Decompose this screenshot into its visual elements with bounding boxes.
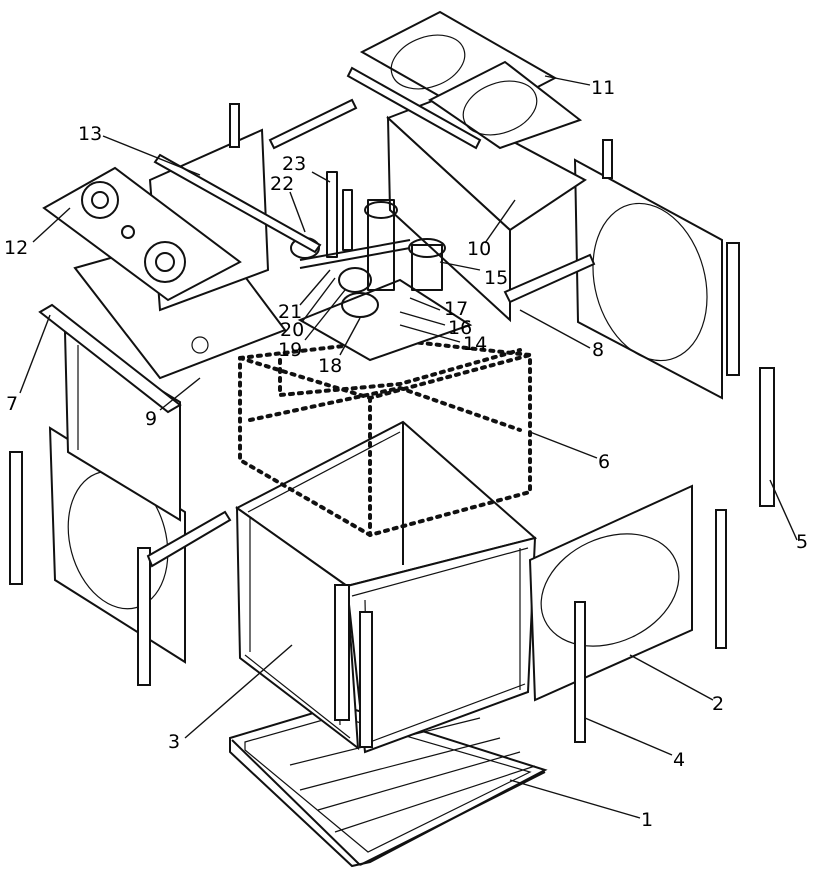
left-panel [48, 330, 186, 664]
callout-18: 18 [318, 355, 342, 377]
callout-15: 15 [484, 267, 508, 289]
callouts: 1 2 3 4 5 6 7 8 9 10 11 12 13 14 15 16 1… [4, 77, 808, 831]
callout-6: 6 [598, 451, 610, 473]
callout-2: 2 [712, 693, 724, 715]
right-panel [528, 484, 693, 702]
callout-19: 19 [278, 339, 302, 361]
callout-17: 17 [444, 298, 468, 320]
top-plate-left [42, 166, 242, 302]
callout-20: 20 [280, 319, 304, 341]
callout-9: 9 [145, 408, 157, 430]
callout-3: 3 [168, 731, 180, 753]
angle-bars [38, 66, 596, 568]
callout-21: 21 [278, 301, 302, 323]
upper-right-panel [573, 158, 723, 400]
callout-8: 8 [592, 339, 604, 361]
leader-lines [19, 75, 798, 819]
callout-7: 7 [6, 393, 18, 415]
callout-10: 10 [467, 238, 491, 260]
callout-14: 14 [463, 333, 487, 355]
callout-13: 13 [78, 123, 102, 145]
callout-11: 11 [591, 77, 615, 99]
callout-23: 23 [282, 153, 306, 175]
callout-16: 16 [448, 317, 472, 339]
callout-22: 22 [270, 173, 294, 195]
lower-front-tank [235, 420, 538, 754]
callout-4: 4 [673, 749, 685, 771]
central-assembly [290, 171, 473, 362]
callout-5: 5 [796, 531, 808, 553]
callout-1: 1 [641, 809, 653, 831]
vertical-rails [9, 103, 775, 748]
top-plate-right [359, 10, 583, 150]
callout-12: 12 [4, 237, 28, 259]
